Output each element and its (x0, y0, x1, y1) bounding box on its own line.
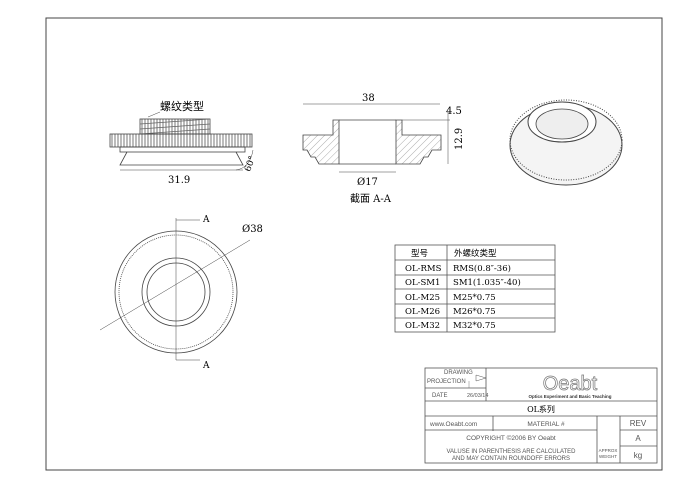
section-mark-top: A (202, 215, 210, 225)
website: www.Oeabt.com (429, 421, 477, 428)
section-mark-bottom: A (202, 361, 210, 371)
section-view (302, 103, 450, 173)
table-cell: M32*0.75 (453, 321, 496, 331)
approx-label: APPROX (599, 448, 618, 453)
diameter-dimension: Ø38 (242, 224, 263, 235)
table-cell: M26*0.75 (453, 307, 496, 317)
table-header-model: 型号 (411, 249, 428, 259)
isometric-view (509, 99, 623, 186)
material-label: MATERIAL # (527, 421, 565, 428)
note-line-1: VALUSE IN PARENTHESIS ARE CALCULATED (446, 449, 576, 455)
lip-dimension: 4.5 (446, 106, 462, 117)
copyright: COPYRIGHT ©2006 BY Oeabt (466, 434, 556, 442)
title-block (424, 367, 658, 464)
bore-dimension: Ø17 (357, 177, 378, 188)
company-tagline: Optics Experiment and Basic Teaching (529, 394, 612, 399)
weight-label: WEIGHT (599, 454, 617, 459)
table-cell: OL-RMS (405, 264, 442, 274)
top-view (99, 218, 251, 361)
weight-unit: kg (634, 451, 642, 460)
thread-type-label: 螺纹类型 (160, 99, 204, 113)
table-cell: SM1(1.035″-40) (453, 277, 521, 288)
company-logo: Oeabt (543, 373, 598, 395)
date-label: DATE (432, 393, 448, 399)
table-cell: OL-M25 (405, 293, 440, 303)
drawing-label: DRAWING (444, 370, 473, 376)
sheet-border (45, 17, 663, 471)
table-cell: OL-M26 (405, 307, 440, 317)
table-header-thread: 外螺纹类型 (454, 248, 497, 259)
table-cell: M25*0.75 (453, 293, 496, 303)
rev-label: REV (630, 419, 647, 428)
note-line-2: AND MAY CONTAIN ROUNDOFF ERRORS (452, 456, 570, 462)
date-value: 26/03/14 (467, 393, 488, 399)
table-cell: RMS(0.8″-36) (453, 263, 511, 274)
front-view (109, 111, 254, 171)
angle-dimension: 60° (243, 155, 258, 173)
table-cell: OL-SM1 (405, 278, 440, 288)
part-name: OL系列 (527, 404, 555, 414)
section-width-dimension: 38 (362, 93, 375, 104)
projection-label: PROJECTION (427, 379, 466, 385)
rev-value: A (635, 434, 641, 443)
width-dimension: 31.9 (168, 175, 190, 186)
table-cell: OL-M32 (405, 321, 440, 331)
section-title: 截面 A-A (350, 192, 392, 205)
thread-table (394, 244, 556, 333)
height-dimension: 12.9 (454, 128, 465, 150)
